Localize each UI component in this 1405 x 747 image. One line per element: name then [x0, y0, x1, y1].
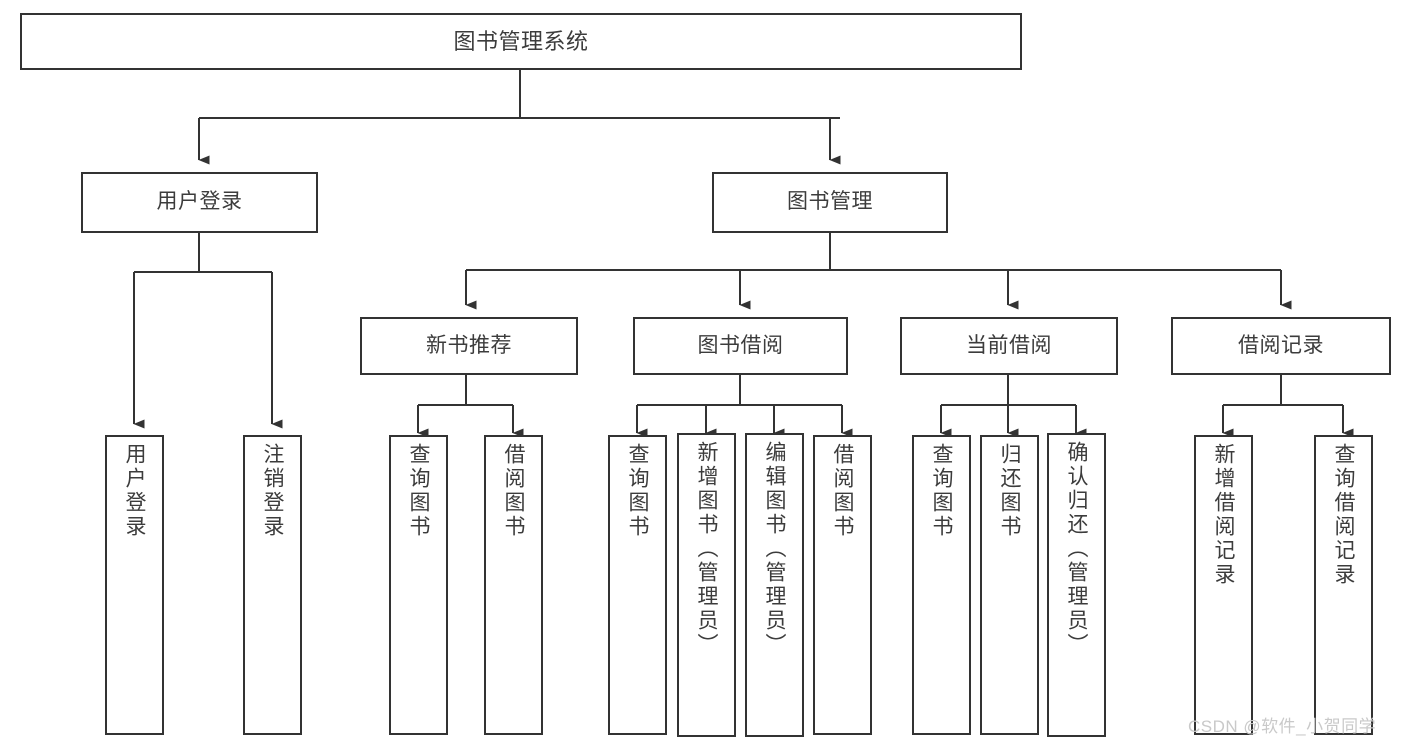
node-user-login[interactable]: 用户登录	[81, 172, 318, 233]
node-borrow-record-label: 借阅记录	[1238, 333, 1324, 357]
node-leaf-user-login-label: 用户登录	[123, 443, 146, 539]
node-leaf-confirm-return[interactable]: 确认归还（管理员）	[1047, 433, 1106, 737]
node-book-borrow[interactable]: 图书借阅	[633, 317, 848, 375]
node-leaf-borrow-book-1-label: 借阅图书	[502, 443, 525, 539]
node-leaf-user-login[interactable]: 用户登录	[105, 435, 164, 735]
node-leaf-edit-book[interactable]: 编辑图书（管理员）	[745, 433, 804, 737]
node-leaf-add-record-label: 新增借阅记录	[1212, 443, 1235, 587]
node-leaf-query-book-2[interactable]: 查询图书	[608, 435, 667, 735]
node-leaf-query-record[interactable]: 查询借阅记录	[1314, 435, 1373, 735]
node-book-manage-label: 图书管理	[787, 190, 873, 214]
node-root[interactable]: 图书管理系统	[20, 13, 1022, 70]
node-leaf-query-book-3[interactable]: 查询图书	[912, 435, 971, 735]
node-leaf-confirm-return-label: 确认归还（管理员）	[1065, 441, 1088, 657]
node-leaf-add-book[interactable]: 新增图书（管理员）	[677, 433, 736, 737]
node-book-borrow-label: 图书借阅	[697, 333, 784, 357]
node-leaf-logout-login-label: 注销登录	[261, 443, 284, 539]
node-leaf-query-record-label: 查询借阅记录	[1332, 443, 1355, 587]
node-leaf-query-book-1[interactable]: 查询图书	[389, 435, 448, 735]
node-leaf-edit-book-label: 编辑图书（管理员）	[763, 441, 786, 657]
node-current-borrow[interactable]: 当前借阅	[900, 317, 1118, 375]
node-new-book-recommend[interactable]: 新书推荐	[360, 317, 578, 375]
node-leaf-return-book-label: 归还图书	[998, 443, 1021, 539]
node-leaf-borrow-book-2[interactable]: 借阅图书	[813, 435, 872, 735]
node-current-borrow-label: 当前借阅	[966, 333, 1052, 357]
node-leaf-query-book-1-label: 查询图书	[407, 443, 430, 539]
node-leaf-add-record[interactable]: 新增借阅记录	[1194, 435, 1253, 735]
node-leaf-query-book-3-label: 查询图书	[930, 443, 953, 539]
node-new-book-recommend-label: 新书推荐	[426, 333, 512, 357]
node-leaf-borrow-book-1[interactable]: 借阅图书	[484, 435, 543, 735]
node-leaf-borrow-book-2-label: 借阅图书	[831, 443, 854, 539]
node-leaf-logout-login[interactable]: 注销登录	[243, 435, 302, 735]
node-root-label: 图书管理系统	[453, 28, 589, 54]
node-book-manage[interactable]: 图书管理	[712, 172, 948, 233]
node-user-login-label: 用户登录	[156, 190, 243, 214]
node-leaf-query-book-2-label: 查询图书	[626, 443, 649, 539]
csdn-watermark: CSDN @软件_小贺同学	[1188, 717, 1377, 736]
node-leaf-return-book[interactable]: 归还图书	[980, 435, 1039, 735]
node-borrow-record[interactable]: 借阅记录	[1171, 317, 1391, 375]
node-leaf-add-book-label: 新增图书（管理员）	[695, 441, 718, 657]
